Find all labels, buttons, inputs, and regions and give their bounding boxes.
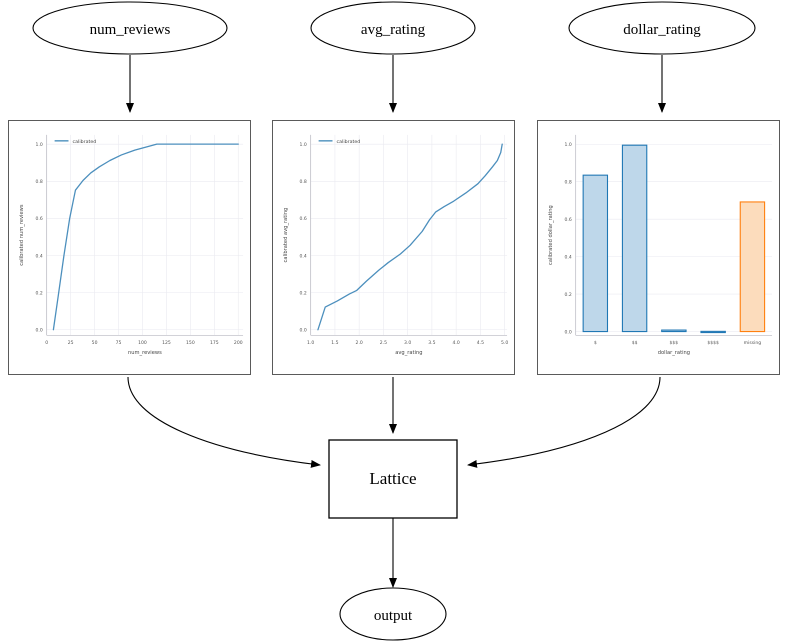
ellipse-shape xyxy=(32,1,228,55)
y-tick-label: 1.0 xyxy=(564,142,571,148)
x-tick-label: 150 xyxy=(186,340,195,346)
bar xyxy=(582,174,609,333)
x-tick-label: 3.5 xyxy=(428,340,435,346)
legend-label: calibrated xyxy=(72,139,96,145)
x-tick-label: $$ xyxy=(632,340,638,346)
x-tick-label: 1.0 xyxy=(307,340,314,346)
x-tick-label: 25 xyxy=(68,340,74,346)
x-tick-label: 4.5 xyxy=(477,340,484,346)
x-tick-label: $ xyxy=(594,340,597,346)
chart-panel-avg-rating: 0.0 0.2 0.4 0.6 0.8 1.0 1.0 1.5 2.0 2.5 3.0 3.5 4.0 4… xyxy=(272,120,515,375)
y-tick-label: 0.2 xyxy=(299,290,306,296)
x-tick-label: 75 xyxy=(116,340,122,346)
rect-shape xyxy=(328,439,458,519)
node-label-dollar-rating: dollar_rating xyxy=(623,22,701,38)
y-tick-label: 0.8 xyxy=(299,179,306,185)
x-tick-label: 5.0 xyxy=(501,340,508,346)
line-chart-num-reviews: 0.0 0.2 0.4 0.6 0.8 1.0 0 25 50 75 100 125 150 175 200… xyxy=(9,121,250,374)
bar-chart-dollar-rating: 0.00.20.40.60.81.0$$$$$$$$$$missingdolla… xyxy=(538,121,779,374)
y-tick-label: 0.4 xyxy=(35,253,42,259)
x-axis-label: dollar_rating xyxy=(658,350,690,356)
legend-label: calibrated xyxy=(336,139,360,145)
node-label-output: output xyxy=(374,608,413,624)
node-dollar-rating[interactable]: dollar_rating xyxy=(568,1,756,55)
y-tick-label: 1.0 xyxy=(35,142,42,148)
ellipse-shape xyxy=(339,587,447,641)
node-label-lattice: Lattice xyxy=(369,469,416,488)
y-axis-label: calibrated num_reviews xyxy=(19,204,25,266)
node-lattice[interactable]: Lattice xyxy=(328,439,458,519)
y-tick-label: 0.4 xyxy=(299,253,306,259)
y-tick-label: 0.2 xyxy=(35,290,42,296)
y-axis-label: calibrated avg_rating xyxy=(283,208,289,263)
y-tick-label: 0.4 xyxy=(564,254,571,260)
x-tick-label: 2.0 xyxy=(356,340,363,346)
x-tick-label: 1.5 xyxy=(331,340,338,346)
bar xyxy=(661,329,687,333)
y-tick-label: 0.0 xyxy=(299,328,306,334)
edge-chart-dollar-rating-to-lattice xyxy=(467,376,661,468)
x-tick-label: 175 xyxy=(210,340,219,346)
node-label-num-reviews: num_reviews xyxy=(90,22,171,38)
x-tick-label: $$$ xyxy=(670,340,679,346)
y-tick-label: 0.2 xyxy=(564,292,571,298)
x-tick-label: 125 xyxy=(162,340,171,346)
y-tick-label: 0.0 xyxy=(564,329,571,335)
y-tick-label: 0.6 xyxy=(564,217,571,223)
bar xyxy=(621,144,648,333)
ellipse-shape xyxy=(568,1,756,55)
x-tick-label: 0 xyxy=(45,340,48,346)
y-axis-label: calibrated dollar_rating xyxy=(548,205,554,265)
x-tick-label: missing xyxy=(744,340,762,346)
x-tick-label: 100 xyxy=(138,340,147,346)
y-tick-label: 0.6 xyxy=(299,216,306,222)
line-chart-avg-rating: 0.0 0.2 0.4 0.6 0.8 1.0 1.0 1.5 2.0 2.5 3.0 3.5 4.0 4… xyxy=(273,121,514,374)
x-tick-label: 2.5 xyxy=(380,340,387,346)
x-tick-label: 200 xyxy=(234,340,243,346)
y-tick-label: 0.8 xyxy=(564,180,571,186)
chart-panel-num-reviews: 0.0 0.2 0.4 0.6 0.8 1.0 0 25 50 75 100 125 150 175 200… xyxy=(8,120,251,375)
y-tick-label: 0.6 xyxy=(35,216,42,222)
node-num-reviews[interactable]: num_reviews xyxy=(32,1,228,55)
series-line-calibrated xyxy=(52,143,239,331)
ellipse-shape xyxy=(310,1,476,55)
x-tick-label: 50 xyxy=(92,340,98,346)
x-tick-label: 4.0 xyxy=(453,340,460,346)
x-tick-label: 3.0 xyxy=(404,340,411,346)
x-axis-label: num_reviews xyxy=(128,350,162,356)
plot-num-reviews: 0.0 0.2 0.4 0.6 0.8 1.0 0 25 50 75 100 125 150 175 200… xyxy=(9,121,250,374)
bar xyxy=(739,201,766,333)
series-line-calibrated xyxy=(317,143,503,331)
node-label-avg-rating: avg_rating xyxy=(361,22,426,38)
plot-avg-rating: 0.0 0.2 0.4 0.6 0.8 1.0 1.0 1.5 2.0 2.5 3.0 3.5 4.0 4… xyxy=(273,121,514,374)
node-output[interactable]: output xyxy=(339,587,447,641)
y-tick-label: 0.8 xyxy=(35,179,42,185)
x-tick-label: $$$$ xyxy=(707,340,719,346)
node-avg-rating[interactable]: avg_rating xyxy=(310,1,476,55)
edge-chart-num-reviews-to-lattice xyxy=(127,376,321,468)
x-axis-label: avg_rating xyxy=(395,350,422,356)
y-tick-label: 0.0 xyxy=(35,328,42,334)
y-tick-label: 1.0 xyxy=(299,142,306,148)
bar xyxy=(700,330,726,334)
